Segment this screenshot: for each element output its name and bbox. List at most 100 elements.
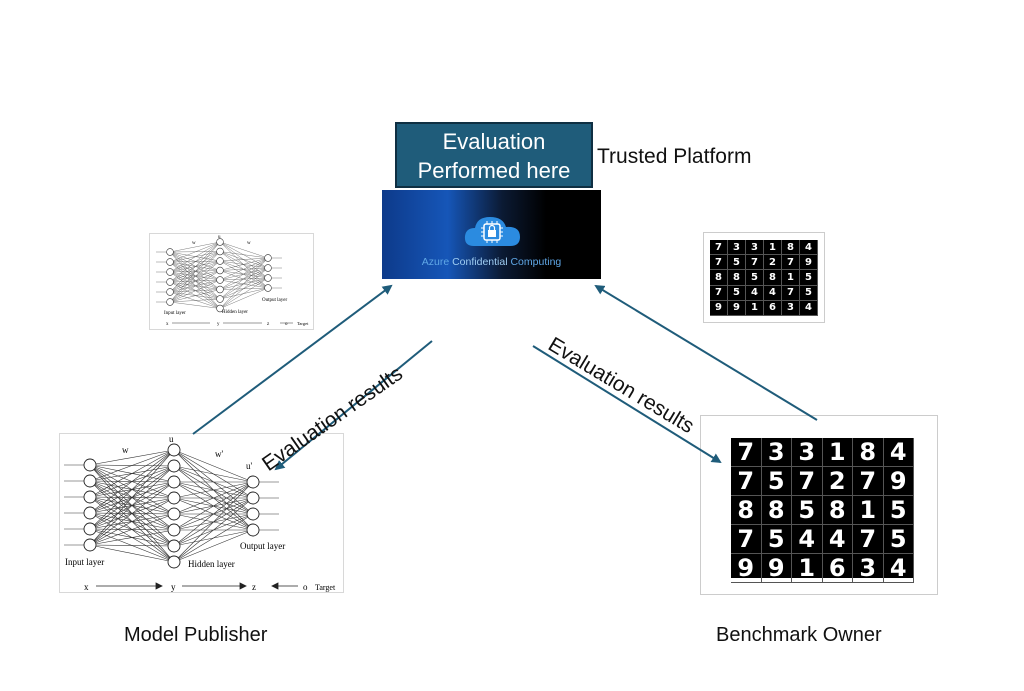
mnist-digit: 1 (764, 240, 782, 256)
nn-connection (219, 277, 269, 309)
mnist-digit: 3 (728, 240, 746, 256)
nn-connection (219, 270, 269, 279)
nn-connection (219, 267, 269, 290)
large-nn-w-ij: w (122, 445, 129, 455)
nn-connection (219, 267, 269, 309)
mnist-digit: 2 (822, 467, 853, 496)
nn-connection (169, 270, 221, 293)
nn-connection (89, 529, 175, 546)
nn-connection (219, 287, 269, 300)
nn-connection (169, 260, 221, 283)
nn-connection (169, 289, 221, 303)
large-nn-y-j: y (171, 582, 176, 592)
model-publisher-caption: Model Publisher (124, 624, 268, 646)
mnist-digit: 4 (883, 554, 914, 583)
nn-connection (169, 260, 221, 293)
azure-word-3: Computing (510, 256, 562, 268)
nn-neuron (216, 247, 224, 256)
nn-connection (169, 301, 221, 309)
mnist-digit: 7 (853, 467, 884, 496)
mnist-digit: 7 (731, 525, 762, 554)
nn-connection (219, 257, 269, 271)
mnist-digit: 9 (800, 255, 818, 271)
nn-connection (219, 267, 269, 281)
arrow-platform-to-owner (532, 345, 722, 464)
nn-connection (89, 497, 175, 546)
nn-connection (219, 277, 269, 300)
nn-connection (219, 241, 269, 259)
nn-neuron (216, 304, 224, 313)
nn-connection (169, 251, 221, 263)
nn-connection (219, 257, 269, 262)
nn-neuron (216, 276, 224, 284)
nn-connection (169, 281, 221, 290)
small-nn-diagram: Input layer Hidden layer Output layer Ta… (156, 235, 309, 327)
mnist-digit: 1 (792, 554, 823, 583)
trusted-platform-label: Trusted Platform (597, 145, 752, 168)
mnist-digit: 5 (800, 285, 818, 301)
mnist-digit: 1 (782, 270, 800, 286)
nn-connection (219, 241, 269, 279)
large-neural-network-figure: Input layer Hidden layer Output layer Ta… (59, 433, 344, 593)
mnist-digit: 3 (792, 438, 823, 467)
small-nn-input-label: Input layer (164, 311, 186, 316)
nn-neuron (83, 506, 97, 520)
mnist-digit: 7 (782, 285, 800, 301)
nn-connection (169, 261, 221, 281)
nn-connection (169, 271, 221, 309)
mnist-digit: 7 (792, 467, 823, 496)
evaluation-line-2: Performed here (417, 158, 571, 183)
mnist-digit: 1 (822, 438, 853, 467)
mnist-digit: 5 (761, 467, 792, 496)
nn-neuron (166, 248, 174, 256)
mnist-digit: 3 (782, 300, 800, 316)
nn-connection (219, 241, 269, 289)
large-nn-o-k: o (303, 582, 308, 592)
mnist-digit: 3 (853, 554, 884, 583)
azure-word-1: Azure (421, 256, 450, 268)
nn-connection (173, 529, 254, 563)
nn-neuron (83, 490, 97, 504)
mnist-digit: 4 (800, 240, 818, 256)
nn-neuron (216, 266, 224, 275)
nn-neuron (166, 258, 174, 266)
nn-connection (169, 260, 221, 263)
mnist-digit: 5 (746, 270, 764, 286)
nn-connection (169, 279, 221, 303)
mnist-digit: 5 (761, 525, 792, 554)
large-nn-w-jk: w' (215, 449, 223, 459)
small-nn-w2: w (247, 241, 251, 246)
nn-connection (89, 465, 175, 546)
nn-connection (219, 287, 269, 309)
mnist-digit: 5 (883, 525, 914, 554)
nn-connection (169, 251, 221, 262)
nn-connection (169, 241, 221, 293)
nn-connection (219, 251, 269, 269)
nn-connection (169, 251, 221, 290)
nn-connection (169, 261, 221, 290)
nn-neuron (83, 538, 97, 552)
nn-connection (173, 465, 254, 483)
nn-connection (173, 481, 254, 547)
nn-connection (219, 251, 269, 289)
small-nn-z: z (267, 322, 270, 327)
nn-connection (169, 270, 221, 283)
nn-connection (169, 291, 221, 300)
nn-connection (219, 251, 269, 259)
nn-connection (219, 279, 269, 289)
nn-connection (169, 251, 221, 303)
nn-neuron (264, 284, 272, 292)
nn-connection (219, 257, 269, 300)
small-neural-network-figure: Input layer Hidden layer Output layer Ta… (149, 233, 314, 330)
mnist-digit: 6 (764, 300, 782, 316)
nn-connection (89, 449, 175, 482)
nn-neuron (264, 254, 272, 262)
nn-neuron (167, 539, 181, 553)
small-nn-output-label: Output layer (262, 298, 287, 303)
mnist-digit: 4 (746, 285, 764, 301)
nn-connection (173, 481, 254, 563)
nn-connection (169, 251, 221, 271)
mnist-digit: 7 (853, 525, 884, 554)
nn-connection (169, 251, 221, 253)
